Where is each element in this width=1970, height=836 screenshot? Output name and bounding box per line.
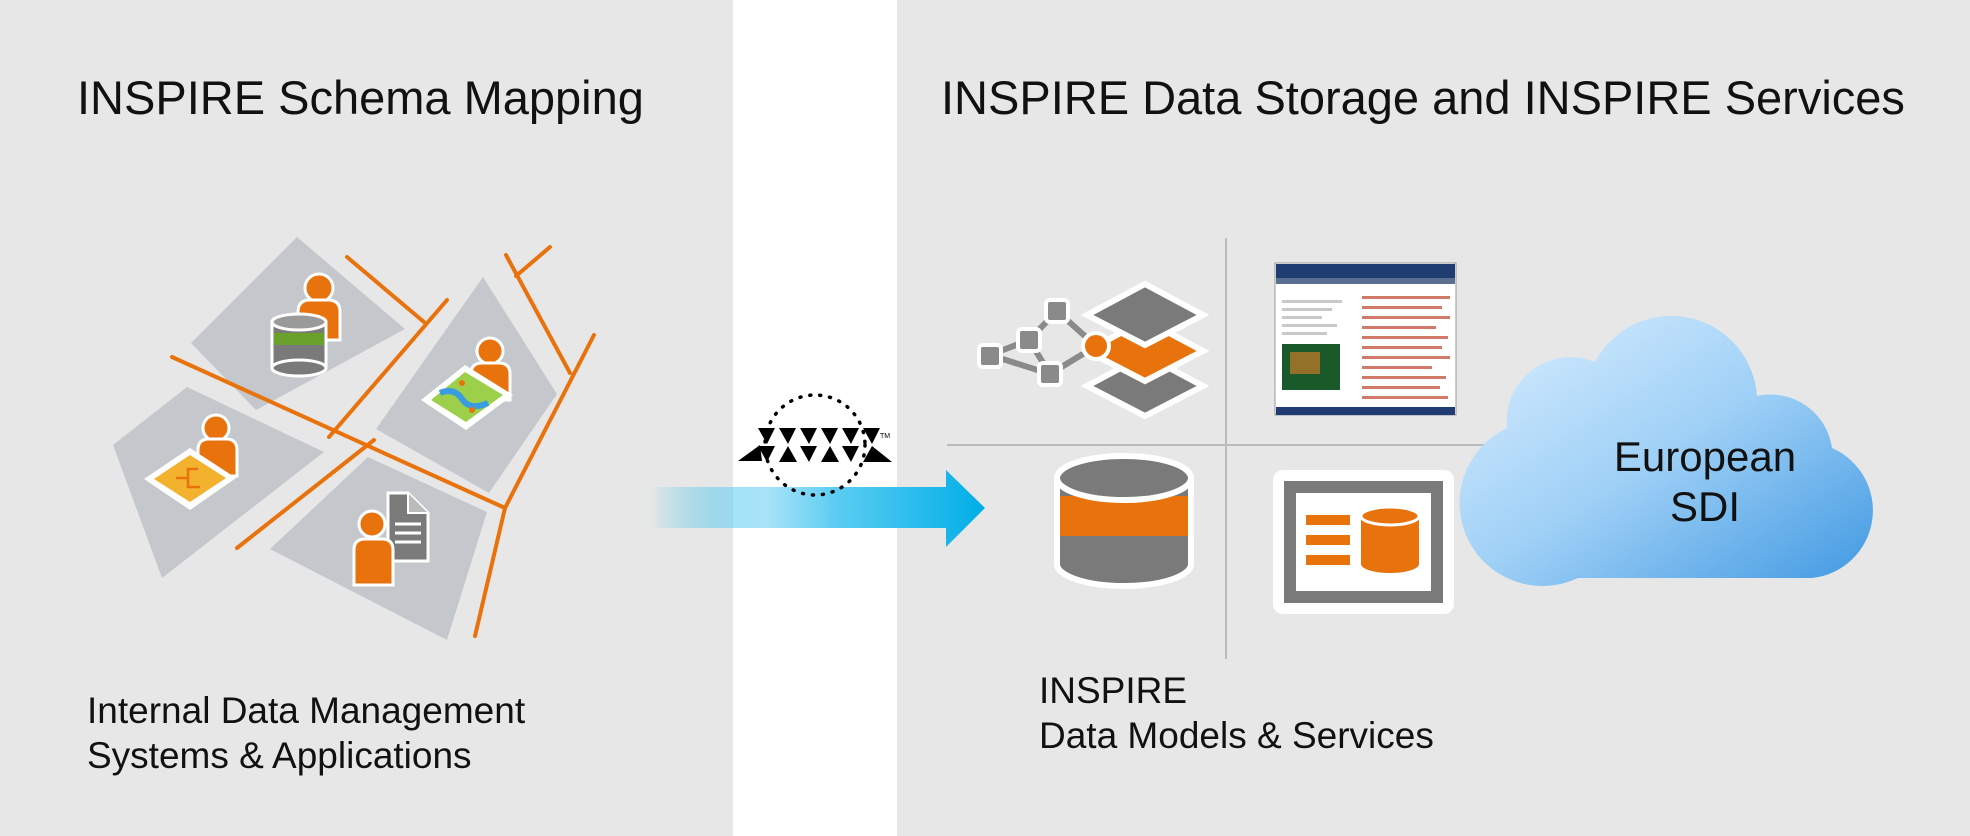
european-sdi-cloud xyxy=(1459,315,1873,586)
caption-line: Internal Data Management xyxy=(87,690,526,731)
logo-ring xyxy=(763,393,867,497)
network-layers-icon xyxy=(977,280,1210,420)
road-line xyxy=(514,245,552,278)
database-icon xyxy=(1054,453,1194,589)
web-portal-screenshot xyxy=(1274,262,1457,416)
schema-mapping-panel xyxy=(0,0,733,836)
road-line xyxy=(235,438,376,550)
data-storage-title: INSPIRE Data Storage and INSPIRE Service… xyxy=(941,71,1905,124)
user-workflow-icon xyxy=(144,413,239,510)
logo-tm: TM xyxy=(880,433,890,440)
user-database-icon xyxy=(270,272,342,378)
caption-line: Data Models & Services xyxy=(1039,715,1434,756)
road-line xyxy=(170,355,507,510)
schema-mapping-title: INSPIRE Schema Mapping xyxy=(77,71,644,124)
caption-line: Systems & Applications xyxy=(87,735,472,776)
user-document-icon xyxy=(352,491,430,587)
road-line xyxy=(503,333,596,510)
service-form-icon xyxy=(1273,470,1454,614)
internal-systems-caption: Internal Data Management Systems & Appli… xyxy=(87,688,525,778)
road-line xyxy=(327,298,449,439)
road-line xyxy=(473,506,507,638)
internal-systems-illustration xyxy=(113,237,596,640)
user-map-icon xyxy=(421,336,513,430)
inspire-models-caption: INSPIRE Data Models & Services xyxy=(1039,668,1434,758)
cloud-label-line: European xyxy=(1613,433,1797,480)
cloud-label-line: SDI xyxy=(1669,483,1740,530)
cloud-label: European SDI xyxy=(1530,432,1880,532)
road-line xyxy=(345,255,426,324)
logo-triangles xyxy=(738,428,892,462)
caption-line: INSPIRE xyxy=(1039,670,1188,711)
